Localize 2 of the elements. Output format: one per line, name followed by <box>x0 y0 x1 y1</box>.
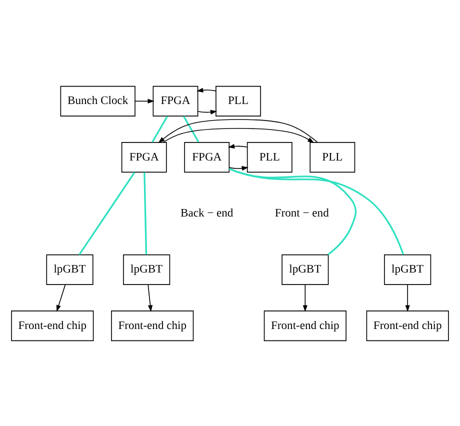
label: Back − end <box>180 206 234 220</box>
label: Front − end <box>274 206 329 220</box>
